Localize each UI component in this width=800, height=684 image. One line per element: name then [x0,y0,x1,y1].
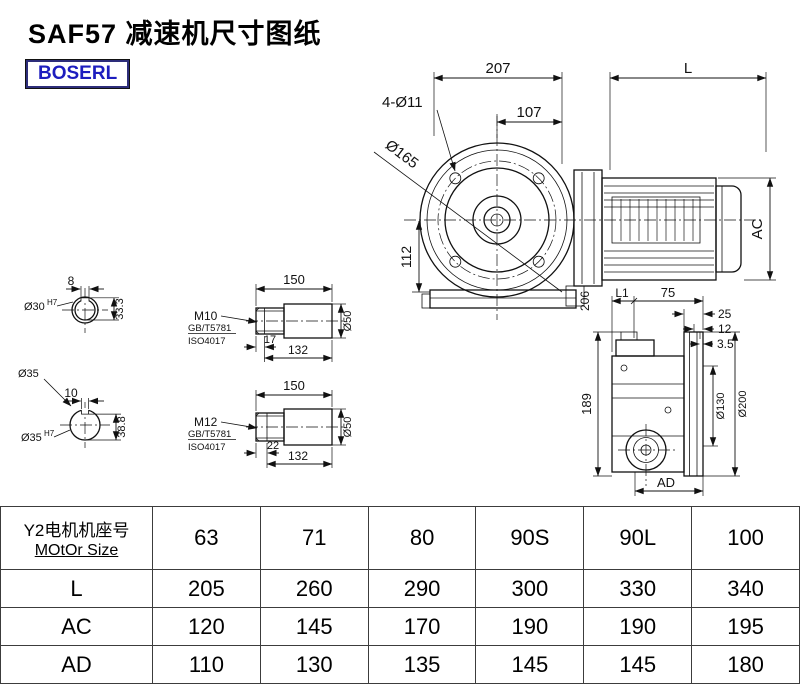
motor-size-header-cell: Y2电机机座号 MOtOr Size [0,505,153,571]
row-label: AC [0,607,153,647]
shaft-detail-m12: 150 M12 GB/T5781 ISO4017 22 132 Ø50 [188,378,354,468]
table-cell: 63 [152,505,261,571]
dim-150-label: 150 [283,272,305,287]
dim-17-label: 17 [264,334,276,346]
shaft-detail-m10: 150 M10 GB/T5781 ISO4017 17 132 Ø50 [188,272,354,362]
dim-d200-label: Ø200 [737,391,749,418]
dim-38-8-label: 38.8 [116,416,128,437]
dim-L1-label: L1 [615,286,629,300]
dim-key10-label: 10 [64,386,78,400]
table-cell: 110 [152,645,261,684]
dim-33-3-label: 33.3 [114,298,126,319]
table-row-L: L 205 260 290 300 330 340 [0,569,800,609]
table-cell: 190 [583,607,693,647]
dim-112-label: 112 [398,246,414,269]
size-table: Y2电机机座号 MOtOr Size 63 71 80 90S 90L 100 … [0,505,800,684]
table-row-AD: AD 110 130 135 145 145 180 [0,645,800,684]
dim-3-5-label: 3.5 [717,337,734,351]
motor-fan-cover [715,185,742,273]
table-cell: 100 [691,505,800,571]
gearbox-base [429,289,577,309]
dim-189-label: 189 [579,393,594,415]
side-view-dimensions: L1 75 25 12 3.5 189 Ø130 Ø [579,285,749,496]
motor-size-label-cn: Y2电机机座号 [23,521,130,541]
thread-m10-label: M10 [194,309,218,323]
dim-d35h7-tolerance: H7 [44,429,55,438]
table-cell: 130 [259,645,369,684]
dim-22-label: 22 [267,440,279,452]
dim-207-label: 207 [485,60,510,77]
thread-m12-label: M12 [194,415,218,429]
table-cell: 120 [152,607,261,647]
table-cell: 145 [259,607,369,647]
dim-107-label: 107 [516,104,541,121]
shaft-section-d30: 8 Ø30 H7 33.3 [24,274,126,324]
table-header-row: Y2电机机座号 MOtOr Size 63 71 80 90S 90L 100 [0,505,800,571]
row-label: L [0,569,153,609]
table-cell: 340 [691,569,800,609]
front-view [419,142,742,309]
standard-gb-label: GB/T5781 [188,429,231,440]
front-view-dimensions: 207 L 107 4-Ø11 Ø165 112 AC 206 [373,60,776,311]
dim-12-label: 12 [718,322,732,336]
standard-gb-label: GB/T5781 [188,323,231,334]
standard-iso-label: ISO4017 [188,336,226,347]
bolt-hole [449,255,462,268]
shaft-section-d35: 10 Ø35 H7 38.8 [21,386,128,444]
table-cell: 135 [367,645,477,684]
table-row-AC: AC 120 145 170 190 190 195 [0,607,800,647]
dim-AC-label: AC [749,218,766,239]
table-cell: 170 [367,607,477,647]
standard-iso-label: ISO4017 [188,442,226,453]
motor-adapter [573,169,603,287]
bolt-hole [449,172,462,185]
row-label: AD [0,645,153,684]
dim-206-label: 206 [578,291,592,311]
table-cell: 195 [691,607,800,647]
dim-d30-tolerance: H7 [47,298,58,307]
side-view [611,331,704,477]
output-flange [683,331,704,477]
table-cell: 90L [583,505,693,571]
dim-25-label: 25 [718,307,732,321]
dim-75-label: 75 [661,285,675,300]
table-cell: 290 [367,569,477,609]
dim-d35-label: Ø35 [18,368,39,380]
dim-d35h7-label: Ø35 [21,432,42,444]
dim-150-label: 150 [283,378,305,393]
dim-key8-label: 8 [68,274,75,288]
bolt-hole [532,172,545,185]
dim-d165-label: Ø165 [382,137,422,173]
bolt-hole [532,255,545,268]
table-cell: 260 [259,569,369,609]
dim-bolt-holes-label: 4-Ø11 [382,94,423,111]
table-cell: 205 [152,569,261,609]
dim-L-label: L [684,60,692,77]
table-cell: 145 [583,645,693,684]
table-cell: 71 [259,505,369,571]
dim-132-label: 132 [288,343,308,357]
table-cell: 80 [367,505,477,571]
d35-callout: Ø35 [18,368,72,407]
dim-d130-label: Ø130 [715,393,727,420]
dim-d50-label: Ø50 [342,311,354,332]
dim-d30-label: Ø30 [24,301,45,313]
dim-d50-label: Ø50 [342,417,354,438]
page-title: SAF57 减速机尺寸图纸 [28,19,322,49]
table-cell: 90S [475,505,585,571]
table-cell: 190 [475,607,585,647]
dim-AD-label: AD [657,475,675,490]
table-cell: 145 [475,645,585,684]
table-cell: 300 [475,569,585,609]
table-cell: 330 [583,569,693,609]
technical-drawing: 207 L 107 4-Ø11 Ø165 112 AC 206 [18,60,776,496]
table-cell: 180 [691,645,800,684]
motor-size-label-en: MOtOr Size [34,542,119,560]
dim-132-label: 132 [288,449,308,463]
brand-logo: BOSERL [24,59,131,89]
motor-stator [611,196,701,244]
